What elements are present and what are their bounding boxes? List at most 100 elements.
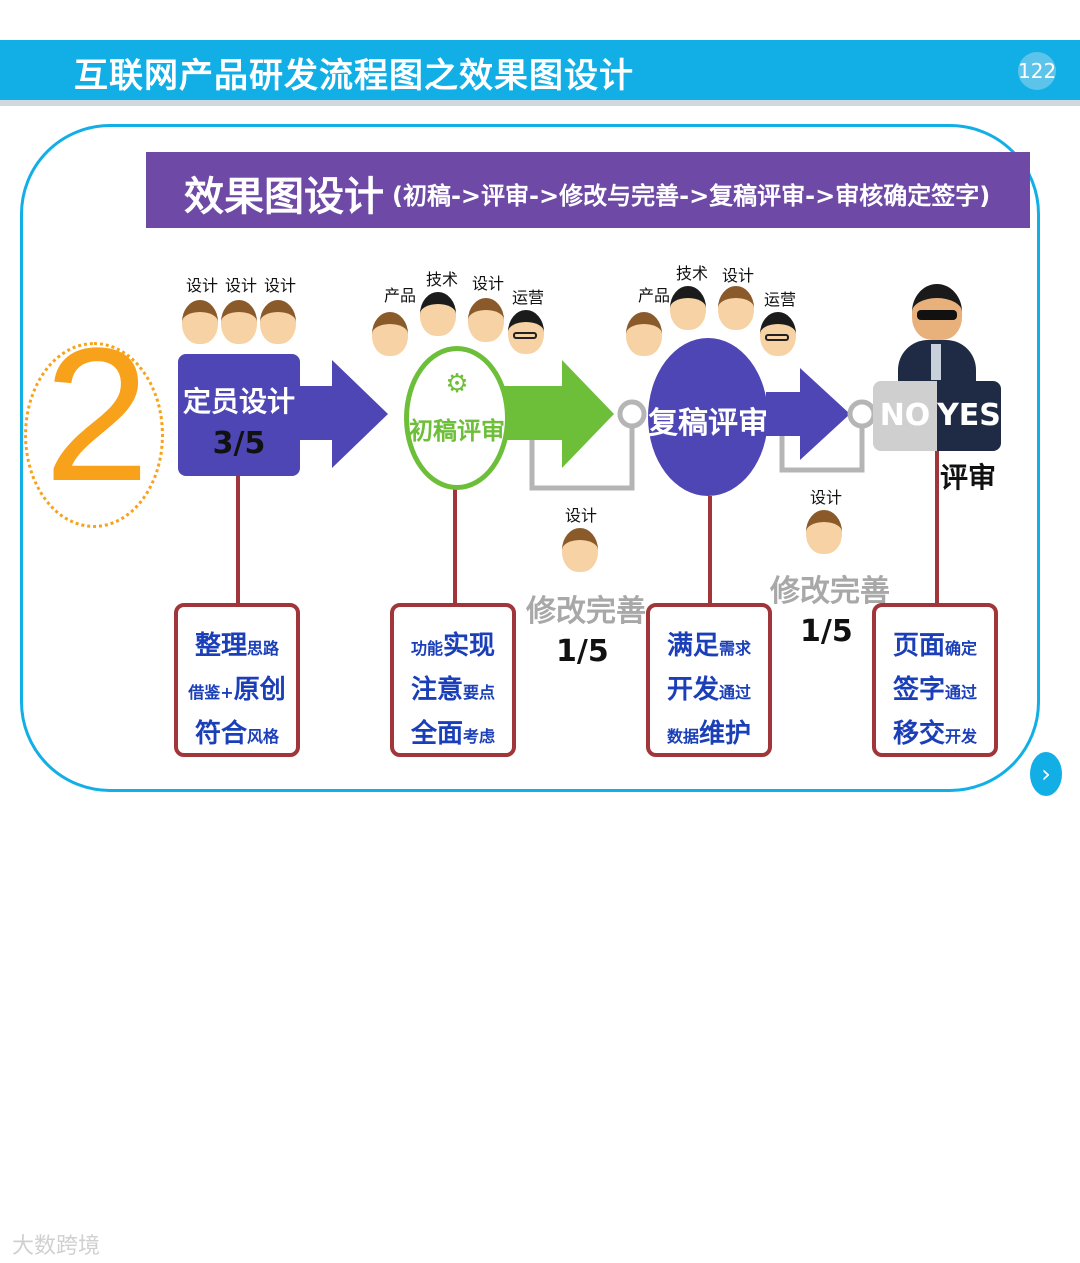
tech-avatar-icon <box>670 286 706 330</box>
note-line: 移交开发 <box>876 713 994 750</box>
note-minor: 思路 <box>247 639 280 658</box>
note-minor: 需求 <box>719 639 752 658</box>
note-minor: 数据 <box>666 727 699 746</box>
note-minor: 确定 <box>945 639 978 658</box>
approval-label: 评审 <box>940 461 997 494</box>
page-header: 互联网产品研发流程图之效果图设计 122 <box>0 40 1080 106</box>
revision-loop-2 <box>779 426 865 473</box>
stage-staffing-ratio: 3/5 <box>212 426 266 461</box>
note-minor: 通过 <box>719 683 752 702</box>
chevron-right-icon[interactable]: › <box>1030 752 1062 796</box>
content-frame <box>20 124 1040 792</box>
role-label: 产品 <box>638 286 671 305</box>
note-line: 功能实现 <box>394 625 512 662</box>
loop-node-2 <box>847 399 877 429</box>
note-main: 整理 <box>194 631 247 661</box>
note-line: 整理思路 <box>178 625 296 662</box>
note-line: 数据维护 <box>650 713 768 750</box>
note-main: 维护 <box>699 719 752 749</box>
arrow-draft-to-final <box>498 360 614 468</box>
banner-title: 效果图设计 <box>184 174 384 220</box>
approver-tie <box>931 344 941 380</box>
revision-ratio: 1/5 <box>800 614 853 649</box>
note-main: 实现 <box>443 631 496 661</box>
revision-ratio: 1/5 <box>556 634 609 669</box>
role-label: 设计 <box>264 276 297 295</box>
page-title: 互联网产品研发流程图之效果图设计 <box>74 56 634 96</box>
product-avatar-icon <box>626 312 662 356</box>
designer-avatar-icon <box>182 300 218 344</box>
note-line: 页面确定 <box>876 625 994 662</box>
designer-avatar-icon <box>221 300 257 344</box>
role-label: 运营 <box>512 288 545 307</box>
note-box-final-review: 满足需求 开发通过 数据维护 <box>646 603 772 757</box>
note-main: 页面 <box>892 631 945 661</box>
arrow-final-to-approval <box>766 368 850 460</box>
operations-avatar-icon <box>508 310 544 354</box>
note-minor: 要点 <box>463 683 496 702</box>
approval-yes: YES <box>937 381 1001 451</box>
note-main: 签字 <box>892 675 945 705</box>
designer-avatar-icon <box>468 298 504 342</box>
note-minor: 功能 <box>410 639 443 658</box>
designer-avatar-icon <box>260 300 296 344</box>
step-number-ring <box>24 342 164 528</box>
role-label: 设计 <box>186 276 219 295</box>
note-main: 注意 <box>410 675 463 705</box>
role-label: 设计 <box>722 266 755 285</box>
note-line: 满足需求 <box>650 625 768 662</box>
designer-avatar-icon <box>806 510 842 554</box>
watermark: 大数跨境 <box>12 1234 101 1259</box>
revision-role: 设计 <box>565 506 598 525</box>
note-main: 满足 <box>666 631 719 661</box>
note-main: 符合 <box>194 719 247 749</box>
note-minor: 通过 <box>945 683 978 702</box>
stage-draft-review: ⚙ 初稿评审 <box>404 346 510 490</box>
loop-node-1 <box>617 399 647 429</box>
note-line: 开发通过 <box>650 669 768 706</box>
note-line: 符合风格 <box>178 713 296 750</box>
note-minor: 借鉴+ <box>188 683 234 702</box>
note-box-draft-review: 功能实现 注意要点 全面考虑 <box>390 603 516 757</box>
stage-final-review-label: 复稿评审 <box>648 406 768 441</box>
role-label: 技术 <box>426 270 459 289</box>
note-line: 借鉴+原创 <box>178 669 296 706</box>
note-main: 开发 <box>666 675 719 705</box>
role-label: 设计 <box>472 274 505 293</box>
step-number: 2 <box>44 309 150 521</box>
section-banner: 效果图设计 (初稿->评审->修改与完善->复稿评审->审核确定签字) <box>146 152 1030 228</box>
banner-subtitle: (初稿->评审->修改与完善->复稿评审->审核确定签字) <box>392 182 991 210</box>
arrow-staffing-to-draft <box>298 360 388 468</box>
note-box-staffing: 整理思路 借鉴+原创 符合风格 <box>174 603 300 757</box>
revision-role: 设计 <box>810 488 843 507</box>
revision-label: 修改完善 <box>526 594 646 629</box>
designer-avatar-icon <box>562 528 598 572</box>
stage-final-review: 复稿评审 <box>648 338 768 496</box>
note-main: 移交 <box>892 719 945 749</box>
approval-no: NO <box>873 381 937 451</box>
note-main: 全面 <box>410 719 463 749</box>
role-label: 设计 <box>225 276 258 295</box>
operations-avatar-icon <box>760 312 796 356</box>
note-minor: 开发 <box>945 727 978 746</box>
designer-avatar-icon <box>718 286 754 330</box>
sunglasses-icon <box>917 310 957 320</box>
page-number: 122 <box>1018 52 1056 90</box>
role-label: 运营 <box>764 290 797 309</box>
note-line: 注意要点 <box>394 669 512 706</box>
role-label: 技术 <box>676 264 709 283</box>
stage-draft-review-label: 初稿评审 <box>409 417 505 445</box>
note-main: 原创 <box>233 675 286 705</box>
note-box-approval: 页面确定 签字通过 移交开发 <box>872 603 998 757</box>
revision-loop-1 <box>529 426 635 491</box>
note-minor: 风格 <box>247 727 280 746</box>
product-avatar-icon <box>372 312 408 356</box>
tech-avatar-icon <box>420 292 456 336</box>
revision-label: 修改完善 <box>770 574 890 609</box>
note-minor: 考虑 <box>463 727 496 746</box>
stage-staffing-label: 定员设计 <box>182 385 295 418</box>
gear-icon: ⚙ <box>445 369 469 399</box>
note-line: 全面考虑 <box>394 713 512 750</box>
stage-staffing: 定员设计 3/5 <box>178 354 300 476</box>
